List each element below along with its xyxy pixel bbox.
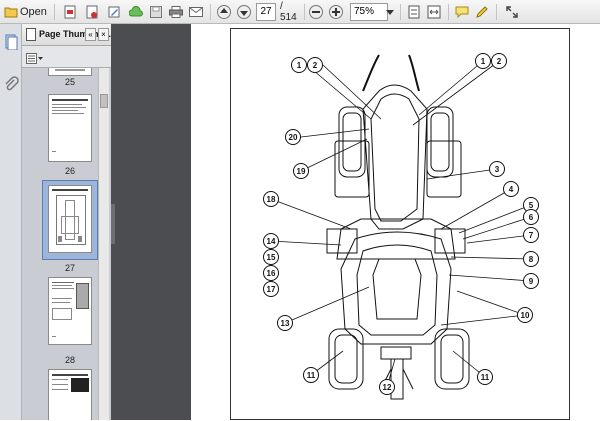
zoom-level-select[interactable]: 75% bbox=[350, 3, 388, 21]
save-icon[interactable] bbox=[148, 3, 164, 21]
email-icon[interactable] bbox=[188, 3, 204, 21]
create-pdf-icon[interactable] bbox=[62, 3, 78, 21]
upload-cloud-icon[interactable] bbox=[128, 3, 144, 21]
thumbnail-page-25[interactable] bbox=[48, 68, 92, 76]
pane-resize-handle[interactable] bbox=[111, 204, 115, 244]
main-toolbar: Open 27 / 514 75% bbox=[0, 0, 600, 24]
thumbnail-page-26[interactable] bbox=[48, 94, 92, 162]
document-gutter bbox=[111, 24, 191, 420]
thumbnails-scrollbar[interactable] bbox=[98, 68, 109, 420]
attachment-paperclip-icon[interactable] bbox=[3, 76, 19, 97]
previous-page-icon[interactable] bbox=[216, 3, 232, 21]
thumbnail-label-25: 25 bbox=[64, 77, 75, 87]
callout-7: 7 bbox=[523, 227, 539, 243]
navigation-pane-strip bbox=[0, 24, 22, 420]
thumbnail-page-29[interactable] bbox=[48, 369, 92, 420]
print-icon[interactable] bbox=[168, 3, 184, 21]
open-button[interactable]: Open bbox=[20, 6, 47, 18]
callout-10: 10 bbox=[517, 307, 533, 323]
next-page-icon[interactable] bbox=[236, 3, 252, 21]
options-menu-icon[interactable] bbox=[26, 51, 44, 69]
page-thumbnails-icon[interactable] bbox=[3, 34, 19, 55]
close-panel-button[interactable]: × bbox=[98, 28, 109, 41]
panel-header: Page Thumbna... « × bbox=[22, 24, 111, 46]
page-number-input[interactable]: 27 bbox=[256, 3, 276, 21]
callout-14: 14 bbox=[263, 233, 279, 249]
thumbnail-page-27[interactable] bbox=[48, 185, 92, 253]
page-total-label: / 514 bbox=[280, 1, 297, 23]
expand-icon[interactable] bbox=[504, 3, 520, 21]
callout-1: 1 bbox=[291, 57, 307, 73]
zoom-out-icon[interactable] bbox=[308, 3, 324, 21]
callout-9: 9 bbox=[523, 273, 539, 289]
callout-12: 12 bbox=[379, 379, 395, 395]
thumbnail-label-28: 28 bbox=[64, 355, 75, 365]
collapse-panel-button[interactable]: « bbox=[85, 28, 96, 41]
callout-1: 1 bbox=[475, 53, 491, 69]
thumbnail-page-28[interactable] bbox=[48, 277, 92, 345]
thumbnails-list: 25 26 27 bbox=[22, 68, 111, 420]
callout-6: 6 bbox=[523, 209, 539, 225]
highlight-icon[interactable] bbox=[474, 3, 490, 21]
callout-4: 4 bbox=[503, 181, 519, 197]
scrollbar-thumb[interactable] bbox=[100, 94, 108, 108]
comment-icon[interactable] bbox=[454, 3, 470, 21]
callout-8: 8 bbox=[523, 251, 539, 267]
callout-19: 19 bbox=[293, 163, 309, 179]
callout-2: 2 bbox=[491, 53, 507, 69]
callout-2: 2 bbox=[307, 57, 323, 73]
callout-20: 20 bbox=[285, 129, 301, 145]
callout-17: 17 bbox=[263, 281, 279, 297]
edit-pdf-icon[interactable] bbox=[106, 3, 122, 21]
callout-18: 18 bbox=[263, 191, 279, 207]
callout-11: 11 bbox=[477, 369, 493, 385]
panel-options-bar bbox=[22, 46, 111, 68]
callout-16: 16 bbox=[263, 265, 279, 281]
thumbnail-label-26: 26 bbox=[64, 166, 75, 176]
tractor-top-view-diagram bbox=[270, 54, 532, 400]
open-folder-icon[interactable] bbox=[4, 3, 18, 21]
fit-width-icon[interactable] bbox=[426, 3, 442, 21]
fit-page-icon[interactable] bbox=[406, 3, 422, 21]
zoom-in-icon[interactable] bbox=[328, 3, 344, 21]
thumbnail-label-27: 27 bbox=[64, 263, 75, 273]
callout-13: 13 bbox=[277, 315, 293, 331]
panel-title: Page Thumbna... bbox=[39, 29, 112, 39]
export-pdf-icon[interactable] bbox=[84, 3, 100, 21]
panel-page-icon bbox=[26, 28, 36, 46]
callout-15: 15 bbox=[263, 249, 279, 265]
chevron-down-icon[interactable] bbox=[384, 3, 396, 21]
callout-11: 11 bbox=[303, 367, 319, 383]
callout-3: 3 bbox=[489, 161, 505, 177]
page-thumbnails-panel: Page Thumbna... « × 25 26 bbox=[22, 24, 111, 420]
